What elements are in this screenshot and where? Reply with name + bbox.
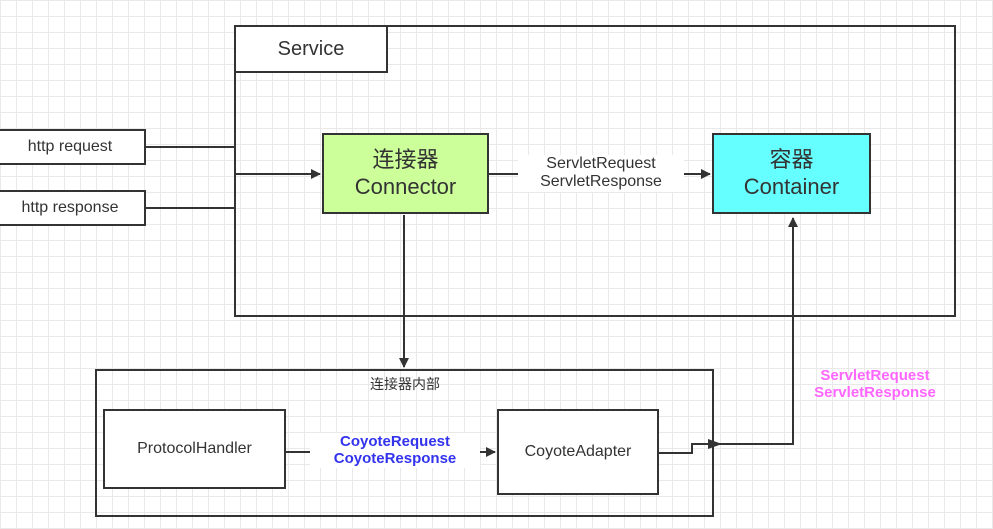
- service-title-box: Service: [234, 25, 388, 73]
- coyote-adapter-label: CoyoteAdapter: [524, 443, 632, 460]
- protocol-handler-box: ProtocolHandler: [103, 409, 286, 489]
- adapter-link-label: ServletRequest ServletResponse: [795, 367, 955, 402]
- connector-cn-label: 连接器: [372, 147, 439, 173]
- service-box: [234, 25, 956, 317]
- service-title: Service: [277, 37, 345, 60]
- adapter-servlet-response-text: ServletResponse: [814, 384, 936, 402]
- coyote-request-text: CoyoteRequest: [339, 433, 451, 450]
- servlet-response-text: ServletResponse: [540, 173, 662, 191]
- container-en-label: Container: [743, 173, 840, 199]
- coyote-adapter-box: CoyoteAdapter: [497, 409, 659, 495]
- connector-en-label: Connector: [354, 173, 457, 199]
- connector-box: 连接器 Connector: [322, 133, 489, 214]
- protocol-handler-label: ProtocolHandler: [137, 440, 252, 457]
- adapter-servlet-request-text: ServletRequest: [820, 367, 930, 384]
- http-response-box: http response: [0, 190, 146, 226]
- http-request-box: http request: [0, 129, 146, 165]
- coyote-link-label: CoyoteRequest CoyoteResponse: [310, 433, 480, 468]
- servlet-request-text: ServletRequest: [546, 155, 656, 172]
- internals-title: 连接器内部: [370, 376, 440, 392]
- adapter-to-container-path: [658, 217, 798, 454]
- servlet-link-label: ServletRequest ServletResponse: [518, 155, 684, 192]
- http-request-label: http request: [27, 138, 113, 155]
- adapter-junction-arrow: [708, 439, 722, 449]
- http-response-label: http response: [21, 199, 119, 216]
- container-cn-label: 容器: [769, 147, 814, 173]
- coyote-response-text: CoyoteResponse: [333, 450, 457, 468]
- internals-box: [95, 369, 714, 517]
- container-box: 容器 Container: [712, 133, 871, 214]
